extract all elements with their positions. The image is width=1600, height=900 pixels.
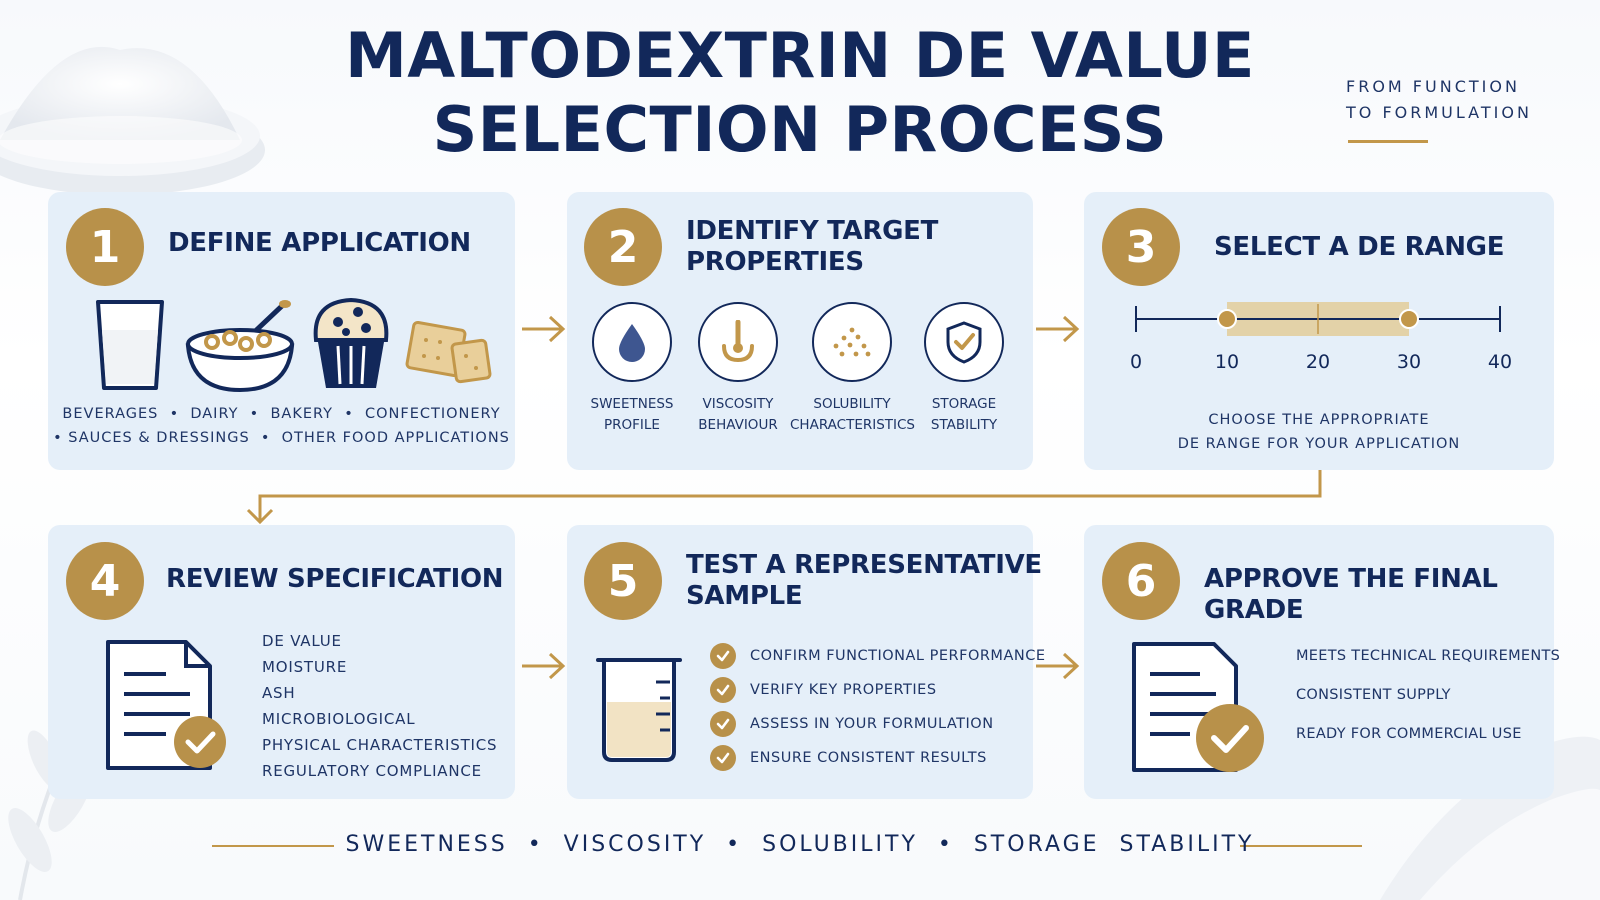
step-6-title: APPROVE THE FINAL GRADE	[1204, 564, 1498, 625]
check-text: ENSURE CONSISTENT RESULTS	[750, 750, 987, 766]
step-1-applications-line-1: BEVERAGES • DAIRY • BAKERY • CONFECTIONE…	[62, 406, 501, 422]
glass-of-milk-icon	[96, 300, 164, 390]
step-5-title-line-2: SAMPLE	[686, 581, 803, 611]
approval-item: CONSISTENT SUPPLY	[1296, 687, 1451, 703]
step-3-title: SELECT A DE RANGE	[1214, 232, 1505, 262]
sweetness-profile-icon-circle	[592, 302, 672, 382]
prop-label-sweetness: SWEETNESS PROFILE	[590, 396, 674, 433]
page-title-line-2: SELECTION PROCESS	[432, 93, 1168, 166]
scale-tick-label: 40	[1487, 351, 1513, 373]
checkmark-icon	[710, 677, 736, 703]
approved-document-icon	[1132, 642, 1264, 772]
de-range-scale	[1135, 302, 1501, 336]
step-5-number-badge: 5	[584, 542, 662, 620]
beaker-icon	[596, 658, 682, 762]
spec-item: ASH	[262, 684, 296, 702]
solubility-characteristics-icon-circle	[812, 302, 892, 382]
shield-check-icon	[946, 321, 982, 364]
dots-icon	[833, 327, 871, 357]
step-4-title: REVIEW SPECIFICATION	[166, 564, 504, 594]
range-handle-high	[1399, 309, 1419, 329]
step-6-number-badge: 6	[1102, 542, 1180, 620]
spec-item: MICROBIOLOGICAL	[262, 710, 416, 728]
footer-rule-right	[1240, 845, 1362, 847]
check-text: VERIFY KEY PROPERTIES	[750, 682, 937, 698]
check-list-item: ASSESS IN YOUR FORMULATION	[710, 711, 994, 737]
arrow-right-icon	[522, 315, 566, 343]
checkmark-icon	[710, 711, 736, 737]
step-5-title-line-1: TEST A REPRESENTATIVE	[686, 550, 1042, 580]
prop-label-viscosity: VISCOSITY BEHAVIOUR	[698, 396, 778, 433]
document-check-icon	[106, 640, 226, 770]
footer-rule-left	[212, 845, 334, 847]
spec-item: MOISTURE	[262, 658, 348, 676]
checkmark-icon	[710, 745, 736, 771]
scale-tick-label: 10	[1214, 351, 1240, 373]
footer-keywords: SWEETNESS • VISCOSITY • SOLUBILITY • STO…	[345, 832, 1255, 857]
check-list-item: VERIFY KEY PROPERTIES	[710, 677, 937, 703]
step-1-title: DEFINE APPLICATION	[168, 228, 471, 258]
step-2-title-line-1: IDENTIFY TARGET	[686, 216, 939, 246]
scale-tick-label: 20	[1305, 351, 1331, 373]
check-list-item: ENSURE CONSISTENT RESULTS	[710, 745, 987, 771]
storage-stability-icon-circle	[924, 302, 1004, 382]
maltodextrin-bowl-image	[0, 46, 265, 195]
scale-tick-label: 0	[1129, 351, 1143, 373]
viscosity-drip-icon	[722, 320, 754, 363]
step-1-number-badge: 1	[66, 208, 144, 286]
step-1-applications-line-2: • SAUCES & DRESSINGS • OTHER FOOD APPLIC…	[53, 430, 510, 446]
spec-item: REGULATORY COMPLIANCE	[262, 762, 482, 780]
prop-label-storage: STORAGE STABILITY	[930, 396, 998, 433]
check-text: CONFIRM FUNCTIONAL PERFORMANCE	[750, 648, 1046, 664]
arrow-right-icon	[522, 652, 566, 680]
arrow-right-icon	[1036, 315, 1080, 343]
crackers-icon	[405, 320, 492, 384]
step-2-title-line-2: PROPERTIES	[686, 247, 864, 277]
spec-item: DE VALUE	[262, 632, 342, 650]
range-handle-low	[1217, 309, 1237, 329]
muffin-icon	[313, 297, 389, 388]
step-3-number-badge: 3	[1102, 208, 1180, 286]
prop-label-solubility: SOLUBILITY CHARACTERISTICS	[790, 396, 916, 433]
arrow-right-icon	[1036, 652, 1080, 680]
approval-item: MEETS TECHNICAL REQUIREMENTS	[1296, 648, 1561, 664]
step-4-number-badge: 4	[66, 542, 144, 620]
step-2-number-badge: 2	[584, 208, 662, 286]
check-text: ASSESS IN YOUR FORMULATION	[750, 716, 994, 732]
tagline-divider	[1348, 140, 1428, 143]
tagline-line-1: FROM FUNCTION	[1346, 77, 1520, 96]
approval-item: READY FOR COMMERCIAL USE	[1296, 726, 1522, 742]
check-list-item: CONFIRM FUNCTIONAL PERFORMANCE	[710, 643, 1046, 669]
droplet-icon	[619, 324, 645, 362]
step-3-caption-line-1: CHOOSE THE APPROPRIATE	[1208, 412, 1430, 428]
step-3-caption-line-2: DE RANGE FOR YOUR APPLICATION	[1177, 436, 1461, 452]
tagline: FROM FUNCTION TO FORMULATION	[1346, 74, 1586, 126]
checkmark-icon	[710, 643, 736, 669]
spec-item: PHYSICAL CHARACTERISTICS	[262, 736, 498, 754]
tagline-line-2: TO FORMULATION	[1346, 103, 1532, 122]
connector-arrow-3-to-4	[246, 470, 1322, 525]
viscosity-behaviour-icon-circle	[698, 302, 778, 382]
cereal-bowl-icon	[185, 300, 295, 393]
scale-tick-label: 30	[1396, 351, 1422, 373]
page-title-line-1: MALTODEXTRIN DE VALUE	[345, 19, 1255, 92]
